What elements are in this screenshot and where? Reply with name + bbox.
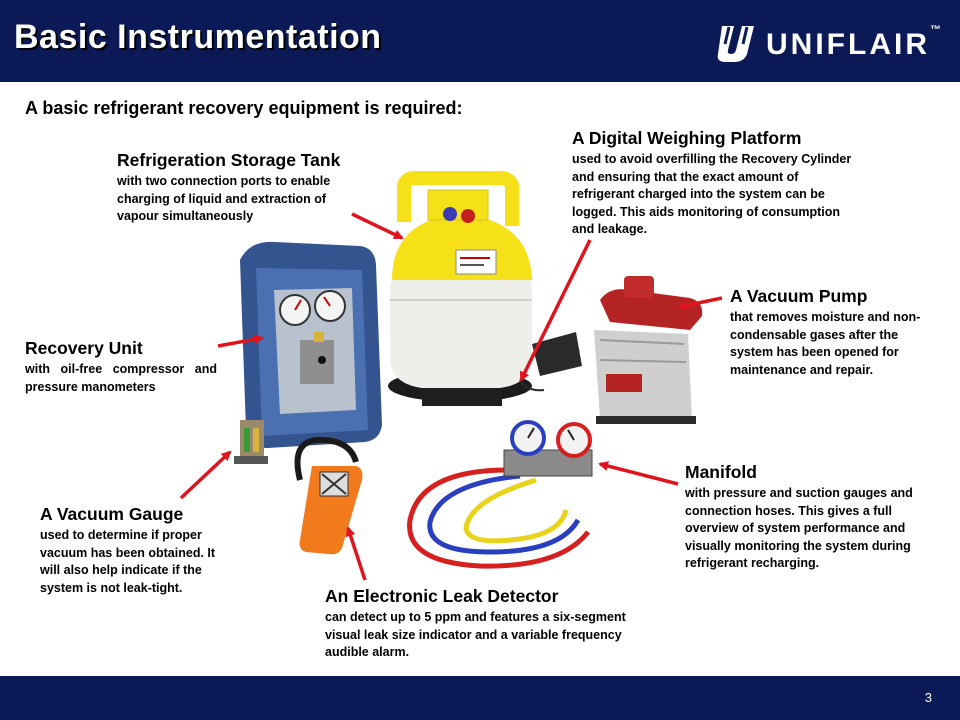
arrow-to-weighing-platform xyxy=(519,239,592,382)
page-number: 3 xyxy=(924,690,932,705)
manifold-heading: Manifold xyxy=(685,462,757,482)
scale-description: used to avoid overfilling the Recovery C… xyxy=(572,152,852,236)
recovery-unit-image xyxy=(240,241,382,448)
arrow-to-leak-detector xyxy=(345,526,367,581)
intro-text: A basic refrigerant recovery equipment i… xyxy=(25,98,463,118)
pump-label: A Vacuum Pump that removes moisture and … xyxy=(730,286,940,379)
weighing-platform-image xyxy=(519,332,582,392)
gauge-heading: A Vacuum Gauge xyxy=(40,504,184,524)
pump-heading: A Vacuum Pump xyxy=(730,286,868,306)
brand-trademark: ™ xyxy=(930,24,941,36)
page-title: Basic Instrumentation xyxy=(14,18,382,56)
arrow-to-recovery-unit xyxy=(217,334,264,348)
storage-tank-image xyxy=(388,171,532,406)
arrow-to-vacuum-gauge xyxy=(179,450,232,500)
manifold-image xyxy=(407,420,593,569)
detector-description: can detect up to 5 ppm and features a si… xyxy=(325,610,626,659)
uniflair-u-icon xyxy=(717,26,754,62)
leak-detector-image xyxy=(294,436,363,555)
scale-label: A Digital Weighing Platform used to avoi… xyxy=(572,128,872,239)
brand-name: UNIFLAIR xyxy=(766,28,930,61)
recovery-label: Recovery Unit with oil-free compressor a… xyxy=(25,338,220,396)
recovery-heading: Recovery Unit xyxy=(25,338,143,358)
header-bar: Basic Instrumentation UNIFLAIR ™ xyxy=(0,0,960,82)
arrow-to-tank xyxy=(351,212,404,240)
manifold-label: Manifold with pressure and suction gauge… xyxy=(685,462,930,573)
brand-logo: UNIFLAIR ™ xyxy=(716,24,946,64)
tank-heading: Refrigeration Storage Tank xyxy=(117,150,341,170)
pump-description: that removes moisture and non-condensabl… xyxy=(730,310,921,377)
gauge-label: A Vacuum Gauge used to determine if prop… xyxy=(40,504,220,597)
gauge-description: used to determine if proper vacuum has b… xyxy=(40,528,216,595)
vacuum-pump-image xyxy=(594,276,703,424)
manifold-description: with pressure and suction gauges and con… xyxy=(685,486,913,570)
arrow-to-vacuum-pump xyxy=(677,296,723,311)
footer-bar: 3 xyxy=(0,676,960,720)
detector-heading: An Electronic Leak Detector xyxy=(325,586,559,606)
arrow-to-manifold xyxy=(598,461,679,486)
recovery-description: with oil-free compressor and pressure ma… xyxy=(25,362,217,394)
detector-label: An Electronic Leak Detector can detect u… xyxy=(325,586,655,662)
tank-description: with two connection ports to enable char… xyxy=(117,174,331,223)
vacuum-gauge-image xyxy=(234,420,268,464)
scale-heading: A Digital Weighing Platform xyxy=(572,128,802,148)
tank-label: Refrigeration Storage Tank with two conn… xyxy=(117,150,387,226)
